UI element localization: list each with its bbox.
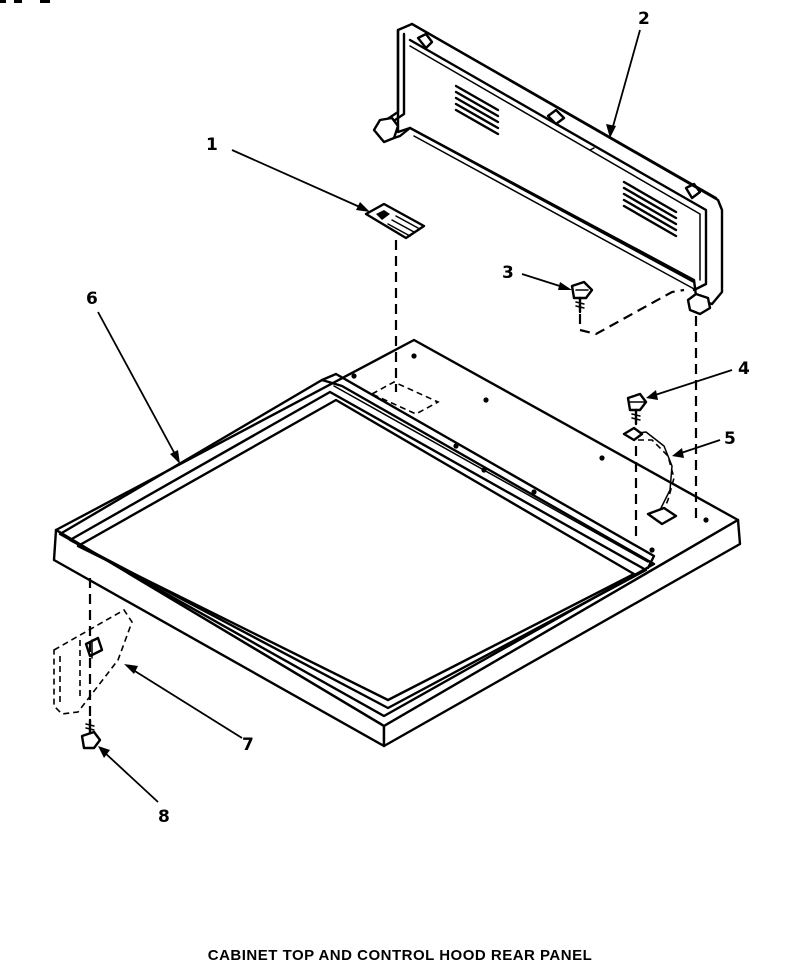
control-hood-rear-panel: [372, 22, 724, 316]
diagram-title: CABINET TOP AND CONTROL HOOD REAR PANEL: [207, 947, 593, 964]
callout-1: 1: [206, 135, 218, 155]
bracket-screw: [80, 718, 102, 750]
hood-screw: [570, 280, 594, 314]
cropped-header-fragment: [0, 0, 50, 3]
cabinet-label-plate: [364, 202, 426, 240]
assembly-lines: [88, 240, 698, 716]
callout-4: 4: [738, 359, 750, 379]
callout-8: 8: [158, 807, 170, 827]
callout-2: 2: [638, 9, 650, 29]
hinge-bracket: [53, 608, 133, 715]
callout-5: 5: [724, 429, 736, 449]
top-screw: [626, 392, 648, 426]
vent-slots-right: [622, 180, 678, 238]
callout-7: 7: [242, 735, 254, 755]
callout-3: 3: [502, 263, 514, 283]
callout-6: 6: [86, 289, 98, 309]
ground-wire: [622, 426, 678, 526]
cabinet-top: [52, 338, 742, 748]
callout-leaders: [97, 29, 733, 803]
vent-slots-left: [454, 84, 500, 136]
